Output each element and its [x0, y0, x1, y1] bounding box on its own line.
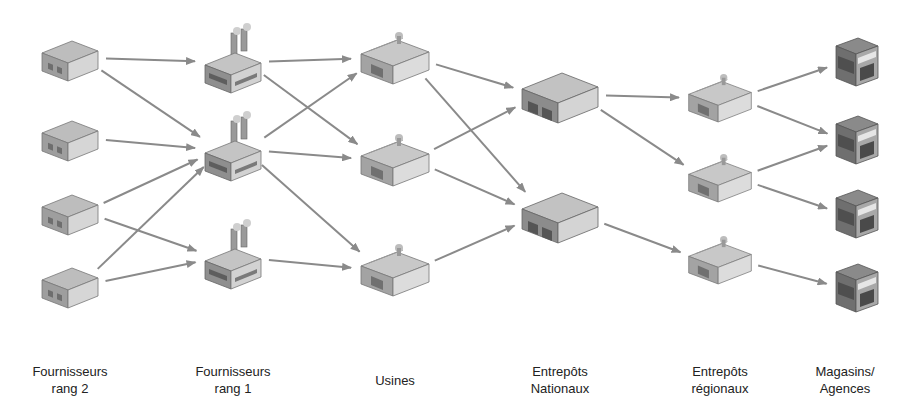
column-label: Fournisseurs rang 1 [185, 363, 281, 397]
building-icon [42, 195, 98, 235]
building-icon [836, 116, 878, 164]
flow-arrow [604, 224, 680, 253]
column-label: Usines [347, 372, 443, 389]
flow-arrow [269, 260, 351, 268]
flow-arrow [434, 107, 515, 149]
column-label: Entrepôts Nationaux [512, 363, 608, 397]
flow-arrow [269, 59, 351, 62]
building-icon [522, 193, 598, 243]
building-icon [836, 190, 878, 238]
building-icon [42, 41, 98, 81]
flow-arrow [435, 169, 515, 204]
building-icon [836, 264, 878, 312]
column-label: Entrepôts régionaux [672, 363, 768, 397]
flow-arrow [758, 68, 827, 92]
flow-arrow [436, 64, 513, 87]
flow-arrow [264, 75, 358, 144]
flow-arrow [262, 165, 360, 252]
flow-arrow [104, 160, 198, 204]
building-icon [42, 268, 98, 308]
flow-arrow [106, 140, 195, 148]
flow-arrow [606, 96, 679, 98]
building-icon [689, 154, 752, 202]
flow-arrow [601, 110, 684, 165]
flow-arrow [425, 78, 525, 192]
building-icon [361, 244, 429, 296]
column-label: Fournisseurs rang 2 [22, 363, 118, 397]
flow-arrow [264, 73, 356, 137]
flow-arrow [758, 146, 828, 171]
building-icon [836, 38, 878, 86]
building-icon [361, 134, 429, 186]
flow-arrow [106, 59, 195, 62]
building-icon [689, 74, 752, 122]
flow-arrow [757, 106, 827, 134]
flow-arrow [269, 152, 351, 159]
building-icon [42, 121, 98, 161]
flow-arrow [105, 219, 197, 251]
building-icon [689, 236, 752, 284]
building-icon [205, 111, 261, 181]
column-label: Magasins/ Agences [797, 363, 893, 397]
building-icon [205, 219, 261, 289]
building-icon [205, 23, 261, 93]
flow-arrow [106, 262, 196, 281]
flow-arrow [98, 167, 204, 269]
flow-arrow [758, 185, 827, 209]
flow-arrow [758, 266, 826, 284]
building-icon [361, 32, 429, 84]
flow-arrow [101, 70, 199, 136]
flow-arrow [435, 226, 515, 261]
building-icon [522, 73, 598, 123]
